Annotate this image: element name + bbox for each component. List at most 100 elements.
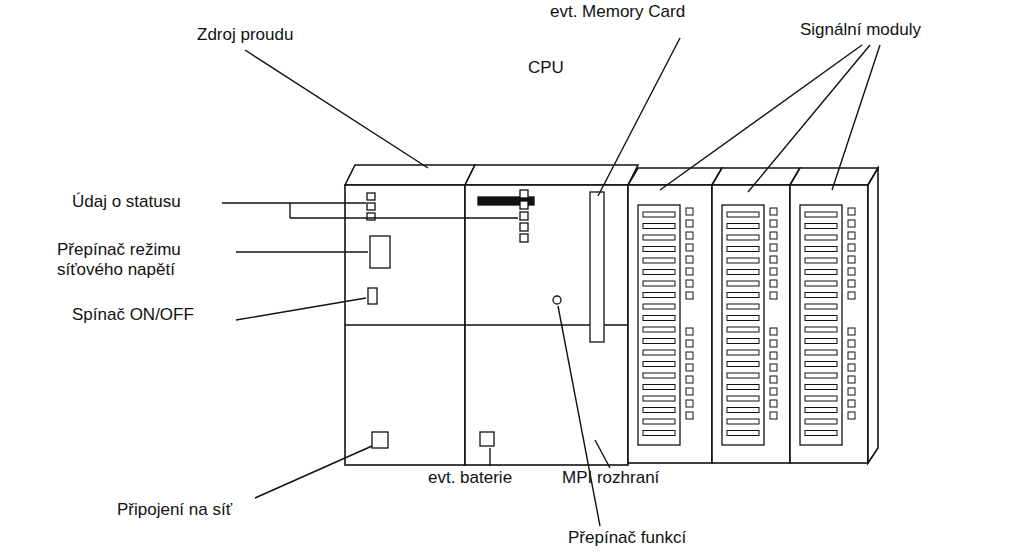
status-led	[848, 244, 855, 251]
status-led	[848, 280, 855, 287]
terminal	[805, 431, 837, 436]
signal-module-detail	[638, 205, 855, 445]
terminal	[643, 270, 675, 275]
terminal	[643, 373, 675, 378]
callout-label: evt. Memory Card	[550, 2, 685, 22]
terminal	[643, 304, 675, 309]
callout-label: Signální moduly	[800, 20, 921, 40]
status-led	[770, 364, 777, 371]
status-led	[848, 364, 855, 371]
terminal-strip	[638, 205, 680, 445]
terminal	[727, 362, 759, 367]
status-led	[770, 400, 777, 407]
status-led	[686, 268, 693, 275]
terminal	[727, 419, 759, 424]
terminal-strip	[800, 205, 842, 445]
terminal	[805, 235, 837, 240]
callout-label: Připojení na síť	[117, 500, 232, 520]
terminal	[727, 396, 759, 401]
status-led	[770, 280, 777, 287]
status-led	[848, 232, 855, 239]
terminal	[805, 339, 837, 344]
status-led	[770, 328, 777, 335]
terminal	[643, 235, 675, 240]
status-led	[686, 280, 693, 287]
status-led	[770, 352, 777, 359]
terminal	[805, 258, 837, 263]
status-led	[848, 328, 855, 335]
terminal	[727, 385, 759, 390]
terminal	[643, 362, 675, 367]
status-led	[686, 256, 693, 263]
status-led	[686, 352, 693, 359]
terminal	[727, 339, 759, 344]
terminal	[805, 327, 837, 332]
terminal	[805, 316, 837, 321]
status-led	[686, 412, 693, 419]
terminal	[643, 293, 675, 298]
terminal	[643, 350, 675, 355]
status-led	[770, 292, 777, 299]
status-led	[686, 400, 693, 407]
terminal	[805, 304, 837, 309]
status-led	[770, 220, 777, 227]
terminal	[727, 270, 759, 275]
status-led	[848, 340, 855, 347]
status-led	[848, 412, 855, 419]
status-led	[770, 376, 777, 383]
callout-label: CPU	[528, 58, 564, 78]
status-led	[848, 352, 855, 359]
status-led	[770, 340, 777, 347]
terminal	[727, 281, 759, 286]
terminal	[727, 431, 759, 436]
terminal	[805, 396, 837, 401]
terminal	[805, 247, 837, 252]
status-led	[770, 232, 777, 239]
callout-label: Spínač ON/OFF	[72, 305, 194, 325]
status-led	[770, 208, 777, 215]
status-led	[770, 244, 777, 251]
terminal	[727, 316, 759, 321]
terminal	[805, 373, 837, 378]
terminal	[805, 362, 837, 367]
status-led	[770, 388, 777, 395]
terminal	[805, 408, 837, 413]
status-led	[848, 256, 855, 263]
status-led	[770, 268, 777, 275]
terminal	[805, 419, 837, 424]
terminal	[643, 247, 675, 252]
status-led	[686, 292, 693, 299]
status-led	[848, 388, 855, 395]
status-led	[686, 232, 693, 239]
terminal	[643, 431, 675, 436]
callout-label: Přepínač funkcí	[568, 528, 686, 548]
terminal	[727, 304, 759, 309]
status-led	[686, 208, 693, 215]
terminal	[805, 350, 837, 355]
status-led	[770, 256, 777, 263]
callout-label: evt. baterie	[428, 468, 512, 488]
terminal-strip	[722, 205, 764, 445]
terminal	[805, 293, 837, 298]
status-led	[686, 220, 693, 227]
terminal	[643, 385, 675, 390]
terminal	[727, 235, 759, 240]
callout-label: MPI rozhraní	[562, 468, 659, 488]
status-led	[686, 328, 693, 335]
terminal	[727, 258, 759, 263]
terminal	[643, 419, 675, 424]
terminal	[643, 339, 675, 344]
status-led	[848, 292, 855, 299]
terminal	[805, 224, 837, 229]
terminal	[643, 327, 675, 332]
terminal	[643, 258, 675, 263]
status-led	[686, 364, 693, 371]
status-led	[686, 244, 693, 251]
terminal	[727, 247, 759, 252]
plc-rack	[345, 165, 878, 465]
status-led	[686, 340, 693, 347]
callout-label: Údaj o statusu	[72, 192, 181, 212]
status-led	[770, 412, 777, 419]
terminal	[727, 212, 759, 217]
status-led	[848, 220, 855, 227]
